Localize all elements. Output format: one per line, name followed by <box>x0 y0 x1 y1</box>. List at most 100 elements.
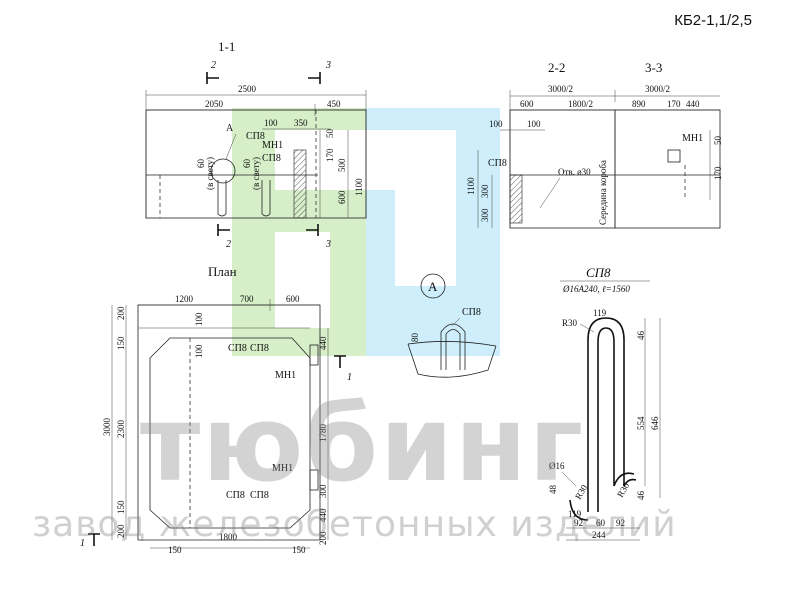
label-mn1-b: МН1 <box>272 463 293 474</box>
dim-1780: 1780 <box>318 424 328 443</box>
dim-100-a: 100 <box>489 119 503 129</box>
sp8-dim-244: 244 <box>592 530 606 540</box>
sp8-spec: Ø16A240, ℓ=1560 <box>562 284 630 294</box>
hatched-wall-22 <box>509 174 523 224</box>
dim-350: 350 <box>294 118 308 128</box>
dim-170: 170 <box>667 99 681 109</box>
label-center-axis: Середина короба <box>598 160 608 225</box>
dim-1100: 1100 <box>466 177 476 195</box>
cut-label-2-bottom: 2 <box>226 239 231 250</box>
cut-label-3-top: 3 <box>325 60 331 71</box>
dim-890: 890 <box>632 99 646 109</box>
label-sp8: СП8 <box>488 158 507 169</box>
cut-label-1-left: 1 <box>80 538 85 549</box>
detail-A-dim-80: 80 <box>410 333 420 343</box>
dim-150-c: 150 <box>168 545 182 555</box>
dim-150-a: 150 <box>116 336 126 350</box>
dim-100-b: 100 <box>194 344 204 358</box>
dim-3000-2-b: 3000/2 <box>645 84 670 94</box>
dim-3000-2-a: 3000/2 <box>548 84 573 94</box>
section-3-3-title: 3-3 <box>645 60 662 75</box>
cut-label-2-top: 2 <box>211 60 216 71</box>
label-sp8-a: СП8 <box>246 131 265 142</box>
sp8-dim-92-a: 92 <box>574 518 583 528</box>
sp8-dim-R30-a: R30 <box>562 318 578 328</box>
detail-A-circle <box>420 273 446 299</box>
detail-A-letter: А <box>428 279 438 294</box>
sp8-dim-46-a: 46 <box>636 331 646 341</box>
label-sp8-b: СП8 <box>262 153 281 164</box>
dim-170: 170 <box>325 148 335 162</box>
label-sp8-b: СП8 <box>250 343 269 354</box>
sp8-dim-119-b: 119 <box>568 509 582 519</box>
dim-440-a: 440 <box>318 336 328 350</box>
watermark-sub: завод железобетонных изделий <box>32 504 677 545</box>
dim-440: 440 <box>686 99 700 109</box>
note-v-svetu-a: (в свету) <box>205 157 215 190</box>
dim-1800: 1800 <box>219 532 238 542</box>
dim-300-a: 300 <box>480 184 490 198</box>
sp8-outer <box>587 317 625 512</box>
detail-A-loop <box>440 323 466 370</box>
dim-150-d: 150 <box>292 545 306 555</box>
cut-mark-left-top <box>206 72 219 84</box>
dim-200-a: 200 <box>116 306 126 320</box>
label-mn1: МН1 <box>262 140 283 151</box>
dim-600: 600 <box>286 294 300 304</box>
dim-300: 300 <box>318 484 328 498</box>
sp8-dim-O16: Ø16 <box>549 461 565 471</box>
dim-60a: 60 <box>196 159 206 169</box>
label-sp8-a: СП8 <box>228 343 247 354</box>
label-mn1: МН1 <box>682 133 703 144</box>
label-sp8-d: СП8 <box>250 490 269 501</box>
plan-view: План 1200 700 600 200 150 3000 2300 150 … <box>80 264 352 555</box>
plan-title: План <box>208 264 237 279</box>
dim-200-b: 200 <box>116 524 126 538</box>
label-A: А <box>226 123 234 134</box>
cut-mark-left-bottom <box>217 224 230 236</box>
cut-label-3-bottom: 3 <box>325 239 331 250</box>
detail-A-sp8: СП8 <box>462 307 481 318</box>
hole-circle <box>210 158 236 184</box>
dim-50: 50 <box>713 136 723 146</box>
plan-inner <box>149 337 311 529</box>
sp8-dim-92-b: 92 <box>616 518 625 528</box>
sp8-dim-R30-c: R30 <box>615 481 631 499</box>
dim-100-a: 100 <box>194 312 204 326</box>
dim-170-v: 170 <box>713 166 723 180</box>
watermark-logo <box>232 108 500 356</box>
section-3-3-outline <box>614 109 721 229</box>
dim-600: 600 <box>337 190 347 204</box>
section-2-2-title: 2-2 <box>548 60 565 75</box>
dim-100: 100 <box>264 118 278 128</box>
label-sp8-c: СП8 <box>226 490 245 501</box>
sp8-dim-119-a: 119 <box>593 308 607 318</box>
dim-600: 600 <box>520 99 534 109</box>
watermark-main: тюбинг <box>140 383 586 505</box>
detail-A: А СП8 80 <box>407 273 497 378</box>
section-1-1-outline <box>145 109 367 219</box>
cut-label-1-right: 1 <box>347 372 352 383</box>
dim-2300: 2300 <box>116 420 126 439</box>
sp8-dim-60: 60 <box>596 518 606 528</box>
dim-500: 500 <box>337 158 347 172</box>
loop-left <box>217 180 227 217</box>
hatched-wall <box>293 149 307 219</box>
loop-right <box>261 180 271 217</box>
sp8-dim-46-b: 46 <box>636 491 646 501</box>
dim-2050: 2050 <box>205 99 224 109</box>
dim-200-c: 200 <box>318 531 328 545</box>
dim-450: 450 <box>327 99 341 109</box>
dim-60b: 60 <box>242 159 252 169</box>
dim-1100: 1100 <box>354 178 364 196</box>
dim-700: 700 <box>240 294 254 304</box>
sp8-title: СП8 <box>586 265 611 280</box>
note-v-svetu-b: (в свету) <box>251 157 261 190</box>
cut-mark-right-top <box>308 72 321 84</box>
section-1-1: 1-1 2 3 2 3 2500 2050 450 100 350 50 170… <box>145 39 367 250</box>
dim-150-b: 150 <box>116 500 126 514</box>
dim-1800-2: 1800/2 <box>568 99 593 109</box>
sp8-dim-646: 646 <box>650 416 660 430</box>
label-mn1-a: МН1 <box>275 370 296 381</box>
